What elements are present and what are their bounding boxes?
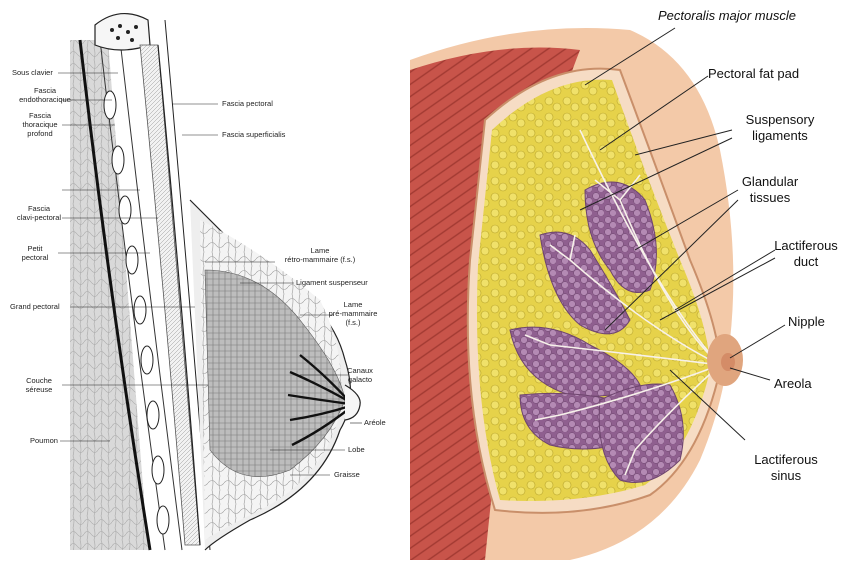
label-fascia-endothoracique: Fascia endothoracique	[16, 86, 74, 104]
label-areola: Areola	[774, 376, 812, 392]
sagittal-section-diagram: Sous clavier Fascia endothoracique Fasci…	[0, 0, 400, 565]
label-grand-pectoral: Grand pectoral	[10, 302, 60, 311]
label-lactiferous-duct: Lactiferous duct	[766, 238, 846, 270]
breast-anatomy-illustration: Pectoralis major muscle Pectoral fat pad…	[400, 0, 846, 565]
clavicle	[95, 14, 150, 50]
label-fascia-clavi-pectoral: Fascia clavi-pectoral	[8, 204, 70, 222]
label-poumon: Poumon	[30, 436, 58, 445]
label-fascia-pectoral: Fascia pectoral	[222, 99, 273, 108]
label-fascia-thoracique-profond: Fascia thoracique profond	[14, 111, 66, 138]
label-graisse: Graisse	[334, 470, 360, 479]
label-canaux-galacto: Canaux galacto	[338, 366, 382, 384]
label-couche-sereuse: Couche séreuse	[14, 376, 64, 394]
label-sous-clavier: Sous clavier	[12, 68, 53, 77]
label-pectoralis-major-muscle: Pectoralis major muscle	[658, 8, 796, 24]
label-ligament-suspenseur: Ligament suspenseur	[296, 278, 368, 287]
label-lactiferous-sinus: Lactiferous sinus	[746, 452, 826, 484]
label-suspensory-ligaments: Suspensory ligaments	[730, 112, 830, 144]
label-glandular-tissues: Glandular tissues	[730, 174, 810, 206]
pectoral-muscles	[140, 45, 200, 545]
label-lobe: Lobe	[348, 445, 365, 454]
label-fascia-superficialis: Fascia superficialis	[222, 130, 285, 139]
label-nipple: Nipple	[788, 314, 825, 330]
label-areole: Aréole	[364, 418, 386, 427]
label-lame-pre-mammaire: Lame pré-mammaire (f.s.)	[326, 300, 380, 327]
nipple-left	[345, 385, 360, 420]
label-pectoral-fat-pad: Pectoral fat pad	[708, 66, 799, 82]
label-lame-retro-mammaire: Lame rétro-mammaire (f.s.)	[272, 246, 368, 264]
label-petit-pectoral: Petit pectoral	[10, 244, 60, 262]
